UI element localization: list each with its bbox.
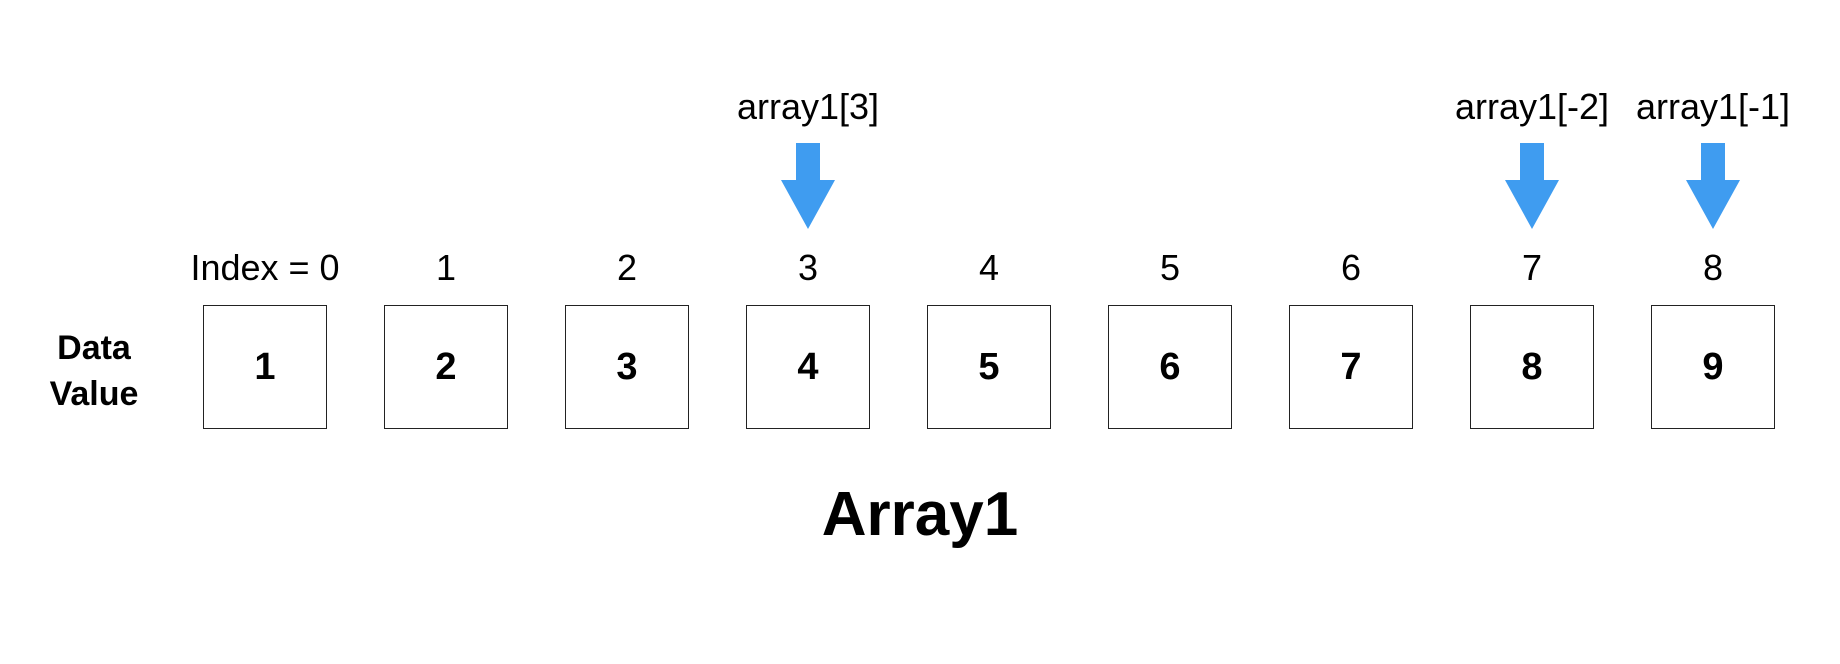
array-cell: 2 bbox=[384, 305, 508, 429]
array-cell: 1 bbox=[203, 305, 327, 429]
array-cell: 7 bbox=[1289, 305, 1413, 429]
array-cell: 3 bbox=[565, 305, 689, 429]
index-label: 6 bbox=[1340, 247, 1362, 288]
array-title: Array1 bbox=[821, 480, 1019, 549]
down-arrow-icon bbox=[1686, 143, 1740, 229]
down-arrow-icon bbox=[781, 143, 835, 229]
index-label: 5 bbox=[1159, 247, 1181, 288]
array-cell: 6 bbox=[1108, 305, 1232, 429]
row-label-line-1: Data bbox=[57, 329, 131, 367]
index-label: 8 bbox=[1702, 247, 1724, 288]
index-label: 7 bbox=[1521, 247, 1543, 288]
row-label-data-value: Data Value bbox=[40, 325, 148, 417]
index-label: Index = 0 bbox=[190, 247, 340, 288]
row-label-line-2: Value bbox=[49, 375, 139, 413]
pointer-label: array1[3] bbox=[736, 86, 880, 127]
pointer-label: array1[-2] bbox=[1454, 86, 1610, 127]
index-label: 3 bbox=[797, 247, 819, 288]
pointer-label: array1[-1] bbox=[1635, 86, 1791, 127]
array-cell: 5 bbox=[927, 305, 1051, 429]
array-cell: 9 bbox=[1651, 305, 1775, 429]
index-label: 2 bbox=[616, 247, 638, 288]
array-cell: 8 bbox=[1470, 305, 1594, 429]
index-label: 1 bbox=[435, 247, 457, 288]
index-label: 4 bbox=[978, 247, 1000, 288]
array-cell: 4 bbox=[746, 305, 870, 429]
down-arrow-icon bbox=[1505, 143, 1559, 229]
